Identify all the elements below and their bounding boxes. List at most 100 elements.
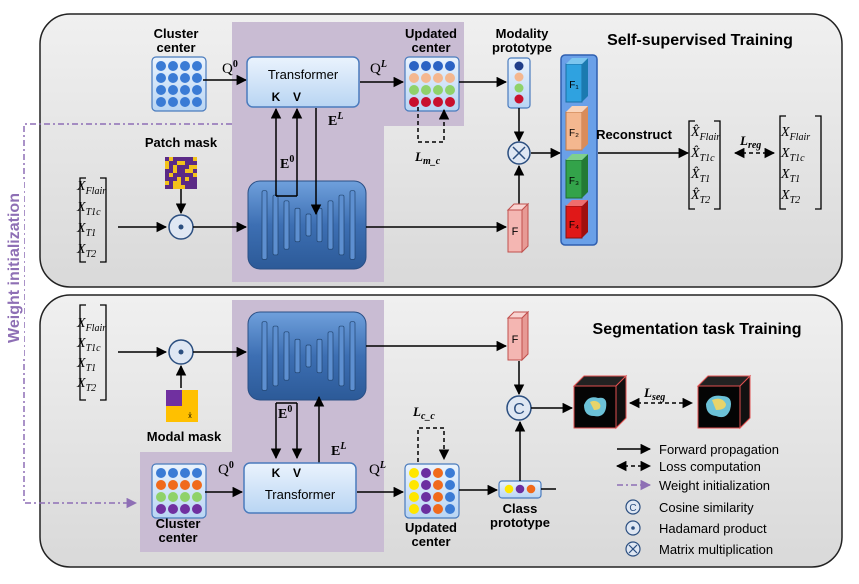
top-f-feature-box [506,202,530,254]
bottom-q0-label: Q0 [218,460,234,478]
patch-mask-label: Patch mask [145,135,218,150]
top-input-item: XFlair [76,179,106,197]
bottom-cluster-dot [180,492,190,502]
f-stack-label-1: F₁ [569,80,579,91]
patch-mask-cell [189,169,193,173]
bottom-transformer-label: Transformer [265,487,336,502]
top-el-label: EL [328,111,343,129]
legend-hadamard-dot [631,526,635,530]
top-updated-dot [445,73,455,83]
f-stack-item-2 [565,106,588,151]
top-updated-dot [409,97,419,107]
unet-layer [349,321,356,391]
patch-mask-cell [169,173,173,177]
top-modality-prototype-label-1: Modality [496,26,549,41]
bottom-cluster-dot [168,468,178,478]
patch-mask-cell [165,181,169,185]
top-cluster-center-label-2: center [156,40,195,55]
bottom-updated-dot [445,468,455,478]
unet-layer [349,190,356,260]
bottom-updated-dot [409,504,419,514]
bottom-updated-dot [409,480,419,490]
bottom-f-feature-box [506,310,530,362]
top-cluster-center-label-1: Cluster [154,26,199,41]
bottom-updated-dot [433,480,443,490]
bottom-updated-center-label-1: Updated [405,520,457,535]
unet-layer [294,207,301,243]
unet-layer [305,213,312,237]
bottom-updated-center-label-2: center [411,534,450,549]
top-updated-dot [445,61,455,71]
top-updated-dot [421,73,431,83]
unet-layer [316,207,323,243]
top-cluster-dot [192,73,202,83]
legend-matmul-cross [628,544,638,554]
patch-mask-cell [177,161,181,165]
top-updated-dot [445,97,455,107]
legend-loss-label: Loss computation [659,459,761,474]
legend-matmul-label: Matrix multiplication [659,542,773,557]
top-title: Self-supervised Training [607,32,793,49]
proto-dot-1 [514,61,524,71]
top-updated-dot [433,85,443,95]
patch-mask-cell [165,165,169,169]
target-item: XFlair [780,125,810,143]
bottom-cluster-frame [151,463,207,519]
bottom-updated-dot [445,492,455,502]
patch-mask-cell [193,157,197,161]
recon-bracket [688,120,721,210]
bottom-updated-dot [409,468,419,478]
top-cluster-dot [168,61,178,71]
top-updated-dot [409,73,419,83]
top-updated-center-label-2: center [411,40,450,55]
proto-dot-4 [514,94,524,104]
bottom-updated-dot [445,480,455,490]
proto-dot-2 [514,72,524,82]
reconstruct-label: Reconstruct [596,127,673,142]
recon-item: X̂T1c [690,145,715,164]
patch-mask-cell [181,185,185,189]
recon-item: X̂T1 [690,166,710,185]
top-transformer-label: Transformer [268,67,339,82]
patch-mask-cell [185,169,189,173]
patch-mask-cell [169,157,173,161]
unet-layer [327,200,334,250]
top-cluster-dot [156,73,166,83]
patch-mask-cell [173,165,177,169]
class-proto-dot-1 [504,484,514,494]
legend-cosine-icon [625,499,641,515]
f-stack-label-2: F₂ [569,128,579,139]
bottom-cluster-dot [156,468,166,478]
bottom-cluster-dot [192,468,202,478]
bottom-transformer-box [243,462,357,514]
svg-text:x̂: x̂ [188,413,192,420]
top-cluster-center-grid [151,56,207,112]
top-updated-dot [421,97,431,107]
bottom-el-label: EL [331,441,346,459]
top-cluster-dot [192,97,202,107]
bottom-cluster-center-label-1: Cluster [156,516,201,531]
bottom-cluster-dot [180,468,190,478]
target-item: XT1 [780,167,800,185]
top-cluster-dot [156,97,166,107]
bottom-cluster-dot [156,504,166,514]
unet-layer [294,338,301,374]
legend-cosine-symbol: C [629,503,636,514]
modal-mask-label: Modal mask [147,429,222,444]
unet-layer [316,338,323,374]
recon-item: X̂T2 [690,187,710,206]
bottom-updated-dot [445,504,455,514]
top-cluster-dot [192,61,202,71]
top-input-item: XT1 [76,221,96,239]
patch-mask-cell [177,181,181,185]
top-modality-prototype-label-2: prototype [492,40,552,55]
top-v-label: V [293,90,301,104]
patch-mask-cell [185,177,189,181]
bottom-input-item: XFlair [76,316,106,334]
bottom-cluster-dot [192,492,202,502]
top-f-label: F [512,226,519,238]
side-label: Weight initialization [6,193,23,343]
bottom-updated-dot [421,468,431,478]
bottom-title: Segmentation task Training [593,321,802,338]
